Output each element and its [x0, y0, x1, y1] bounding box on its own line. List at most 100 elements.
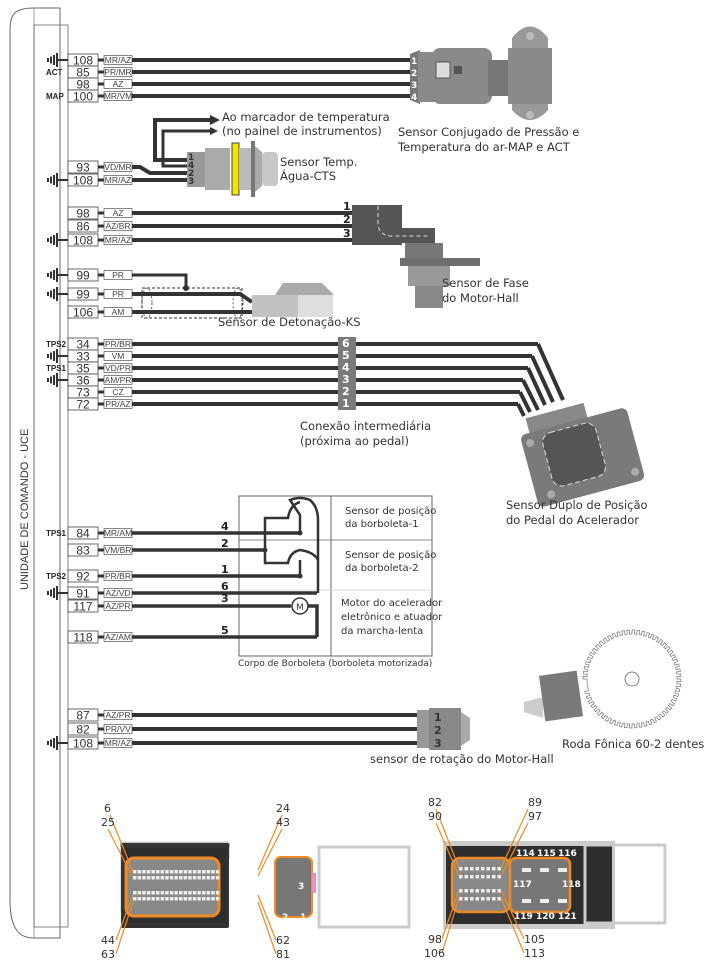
connector-pin — [165, 891, 169, 895]
callout: 98 — [428, 889, 460, 946]
ecu-bracket: UNIDADE DE COMANDO - UCE — [9, 7, 69, 939]
connector-pin — [169, 876, 174, 880]
wire-color-code: PR/AZ — [105, 399, 130, 409]
signal-label: ACT — [46, 68, 63, 77]
connector-pin — [133, 876, 137, 880]
callout-number: 25 — [101, 816, 115, 829]
connector-pin — [481, 897, 485, 901]
wire-color-code: PR/BR — [105, 571, 131, 581]
connector-pin — [183, 876, 188, 880]
section-label: Motor do acelerador — [341, 598, 443, 609]
power-pin — [558, 868, 567, 872]
power-pin-number: 2 — [282, 913, 288, 923]
cts-label-line1: Sensor Temp. — [280, 155, 357, 169]
callout-number: 24 — [276, 802, 290, 815]
connector-pin — [142, 891, 146, 895]
connector-pin — [197, 870, 201, 874]
power-pin-number: 1 — [300, 913, 306, 923]
connector-pin — [486, 867, 490, 871]
pin-number: 4 — [188, 161, 194, 171]
ecu-pin-number: 86 — [76, 220, 90, 234]
connector-pin — [160, 876, 165, 880]
ground-icon — [47, 233, 68, 247]
tone-wheel-teeth — [582, 629, 682, 729]
power-pin — [558, 899, 567, 903]
intermediate-label-line1: Conexão intermediária — [300, 419, 431, 433]
pin-number: 1 — [434, 711, 442, 724]
ecu-pin-number: 99 — [76, 288, 90, 302]
connector-pin — [146, 876, 151, 880]
power-pin — [522, 868, 531, 872]
connector-pin — [174, 870, 178, 874]
wire-color-code: PR/BR — [105, 339, 131, 349]
callout: 82 — [428, 796, 460, 869]
power-pin-number: 114 — [516, 849, 535, 859]
wire-color-code: MR/AM — [104, 528, 132, 538]
power-pin — [540, 868, 549, 872]
terminal-number: 3 — [221, 592, 229, 605]
connector-pin — [492, 875, 496, 879]
connector-pin — [188, 891, 192, 895]
callout: 81 — [257, 901, 290, 961]
connector-pin — [464, 889, 468, 893]
callout: 63 — [101, 901, 134, 961]
connector-pin — [497, 889, 501, 893]
connector-pin — [151, 891, 155, 895]
ecu-pin-number: 92 — [76, 570, 90, 584]
ground-icon — [47, 586, 68, 600]
ecu-pin-number: 108 — [73, 234, 93, 248]
section-label: eletrônico e atuador — [341, 611, 443, 623]
callout: 25 — [101, 816, 134, 879]
ecu-pin-number: 34 — [76, 338, 90, 352]
connector-pin — [459, 897, 463, 901]
callout: 105 — [500, 889, 545, 946]
connector-pin — [133, 897, 137, 901]
ecu-pin-number: 108 — [73, 737, 93, 751]
wire-color-code: VD/PR — [105, 363, 131, 373]
connector-pin — [459, 867, 463, 871]
connector-pin — [497, 897, 501, 901]
connector-pin — [202, 891, 206, 895]
wire-color-code: VD/MR — [104, 162, 131, 172]
connector-pin — [492, 889, 496, 893]
section-label: da borboleta-1 — [345, 519, 419, 530]
callout-number: 63 — [101, 948, 115, 961]
wire-color-code: AZ/BR — [105, 221, 130, 231]
pin-number: 1 — [188, 153, 194, 163]
signal-label: TPS1 — [46, 364, 67, 373]
ground-icon — [47, 736, 68, 750]
connector-pin — [475, 875, 479, 879]
pin-number: 3 — [343, 227, 351, 240]
rpm-label: sensor de rotação do Motor-Hall — [370, 752, 554, 766]
ground-icon — [47, 349, 68, 363]
callout-number: 44 — [101, 934, 115, 947]
map-act-sensor: 1 2 3 4 Sensor Conjugado de Pressão e Te… — [132, 26, 579, 154]
ground-icon — [47, 287, 68, 301]
connector-pin — [169, 870, 174, 874]
connector-pin — [137, 876, 142, 880]
connector-pin — [464, 897, 468, 901]
knock-sensor: Sensor de Detonação-KS — [132, 273, 361, 329]
signal-label: TPS2 — [46, 340, 67, 349]
connector-pin — [160, 870, 165, 874]
terminal-number: 4 — [221, 520, 229, 533]
connector-pin — [137, 891, 142, 895]
power-pin-number: 116 — [558, 849, 577, 859]
callout-number: 90 — [428, 810, 442, 823]
connector-pin — [142, 870, 146, 874]
pin-number: 2 — [188, 169, 194, 179]
pin-number: 1 — [411, 57, 417, 67]
connector-pin — [197, 897, 201, 901]
ecu-pin-number: 106 — [73, 306, 93, 320]
pin-number: 2 — [343, 213, 351, 226]
pin-number: 2 — [434, 724, 442, 737]
